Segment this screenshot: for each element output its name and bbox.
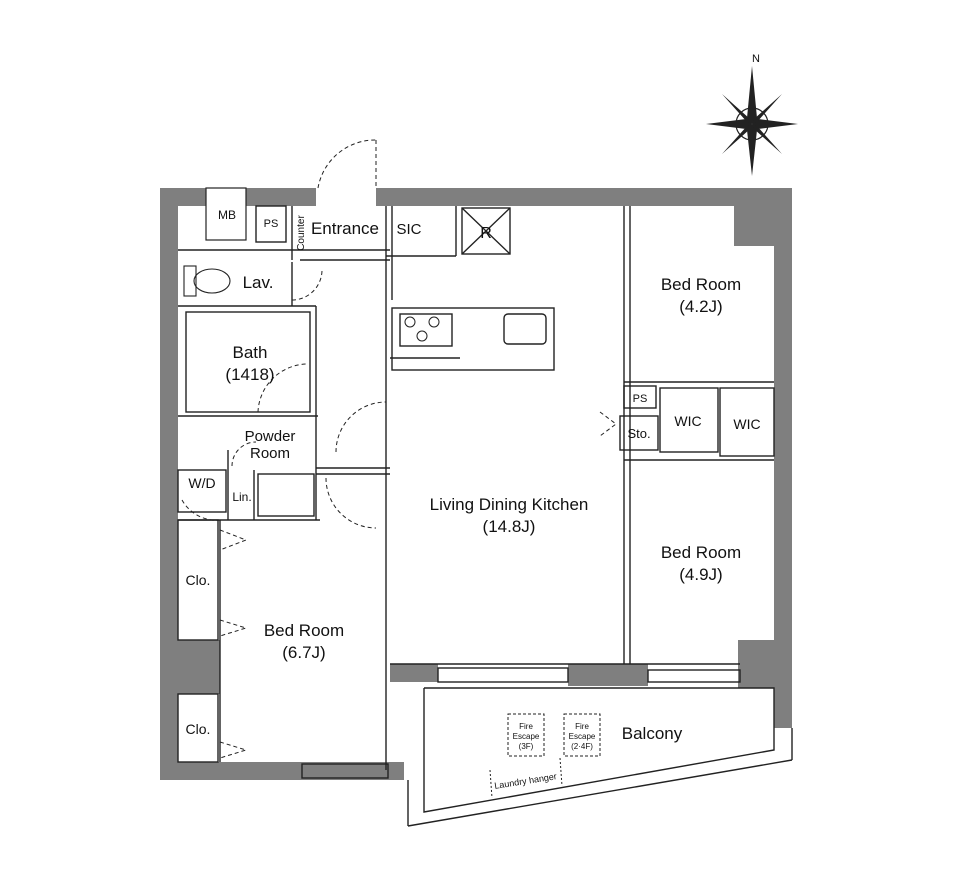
- closet-upper-label: Clo.: [186, 572, 211, 588]
- bedroom-top-right-size: (4.2J): [679, 297, 722, 316]
- entrance-label: Entrance: [311, 219, 379, 238]
- counter-label: Counter: [296, 215, 307, 251]
- compass-north-label: N: [752, 53, 760, 65]
- fire-escape-2-line1: Fire: [575, 722, 589, 731]
- linen-label: Lin.: [232, 490, 251, 504]
- fire-escape-2-line3: (2·4F): [571, 742, 593, 751]
- wic-b-label: WIC: [733, 416, 760, 432]
- interior-walls: [177, 205, 775, 779]
- laundry-hanger-marks: [489, 757, 563, 799]
- fire-escape-1-line1: Fire: [519, 722, 533, 731]
- bath-name: Bath: [233, 343, 268, 362]
- laundry-hanger-label: Laundry hanger: [494, 771, 558, 791]
- bedroom-bottom-right-size: (4.9J): [679, 565, 722, 584]
- fridge-label: R: [480, 225, 492, 242]
- wic-a-label: WIC: [674, 413, 701, 429]
- ps-top-label: PS: [264, 218, 279, 230]
- bath-size: (1418): [225, 365, 274, 384]
- door-swings: [181, 139, 617, 759]
- bedroom-left-size: (6.7J): [282, 643, 325, 662]
- ps-mid-label: PS: [633, 393, 648, 405]
- storage-label: Sto.: [627, 426, 650, 441]
- fire-escape-1-line2: Escape: [513, 732, 540, 741]
- powder-room-label-1: Powder: [245, 428, 296, 445]
- fire-escape-1-line3: (3F): [519, 742, 534, 751]
- ldk-size: (14.8J): [483, 517, 536, 536]
- powder-room-label-2: Room: [250, 445, 290, 462]
- balcony-label: Balcony: [622, 724, 683, 743]
- fire-escape-2-line2: Escape: [569, 732, 596, 741]
- bedroom-left-name: Bed Room: [264, 621, 344, 640]
- lav-label: Lav.: [243, 273, 274, 292]
- outer-walls: [160, 187, 792, 780]
- bedroom-bottom-right-name: Bed Room: [661, 543, 741, 562]
- sic-label: SIC: [396, 221, 421, 238]
- fire-escape-hatches: [507, 713, 601, 757]
- toilet-icon: [183, 265, 231, 297]
- balcony-outline: [407, 687, 793, 827]
- wd-label: W/D: [188, 475, 215, 491]
- closet-lower-label: Clo.: [186, 721, 211, 737]
- bedroom-top-right-name: Bed Room: [661, 275, 741, 294]
- ldk-name: Living Dining Kitchen: [430, 495, 589, 514]
- mb-label: MB: [218, 208, 236, 222]
- compass-rose-icon: [706, 66, 798, 176]
- stove-icon: [404, 316, 440, 342]
